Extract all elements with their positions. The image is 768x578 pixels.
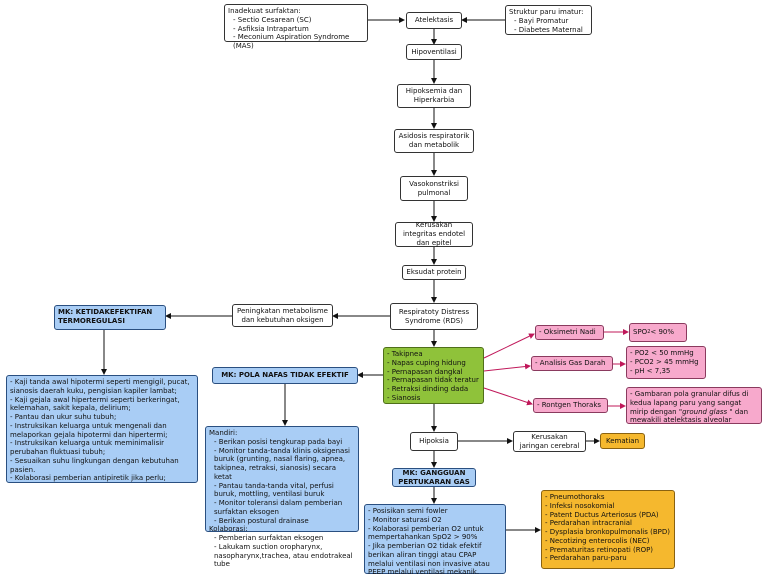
node-rds: Respiratoty Distress Syndrome (RDS) xyxy=(390,303,478,330)
list-item: - Prematuritas retinopati (ROP) xyxy=(545,545,654,554)
list-item: - Kolaborasi pemberian antipiretik jika … xyxy=(10,474,166,483)
arrow-symptoms-oksimetri xyxy=(483,333,535,359)
list-item: - Pernapasan dangkal xyxy=(387,367,463,376)
list-item: - Pernapasan tidak teratur xyxy=(387,376,479,385)
list-item: - Meconium Aspiration Syndrome (MAS) xyxy=(233,33,350,50)
list-item: - Sesuaikan suhu lingkungan dengan kebut… xyxy=(10,456,179,474)
list-item: - Berikan postural drainase xyxy=(214,516,309,525)
list-item: - Necotizing enterocolis (NEC) xyxy=(545,536,650,545)
lung-structure-box: Struktur paru imatur: - Bayi Promatur - … xyxy=(505,5,592,35)
node-asidosis: Asidosis respiratorik dan metabolik xyxy=(394,129,474,153)
test-agd: - Analisis Gas Darah xyxy=(531,356,613,371)
list-item: - Monitor tanda-tanda klinis oksigenasi … xyxy=(214,446,350,481)
node-atelektasis: Atelektasis xyxy=(406,12,462,29)
list-item: - PO2 < 50 mmHg xyxy=(630,349,694,357)
list-item: - Pantau dan ukur suhu tubuh; xyxy=(10,413,117,421)
nafas-mandiri-label: Mandiri: xyxy=(209,429,238,437)
result-agd: - PO2 < 50 mmHg - PCO2 > 45 mmHg - pH < … xyxy=(626,346,706,379)
surfactant-causes-box: Inadekuat surfaktan: - Sectio Cesarean (… xyxy=(224,4,368,50)
arrow-symptoms-rontgen xyxy=(483,387,533,406)
list-item: - Sianosis xyxy=(387,393,421,402)
node-hipoksemia: Hipoksemia dan Hiperkarbia xyxy=(397,84,471,108)
complications-box: - Pneumothoraks - Infeksi nosokomial - P… xyxy=(541,490,675,569)
test-oksimetri: - Oksimetri Nadi xyxy=(535,325,604,340)
list-item: - Kolaborasi pemberian O2 untuk memperta… xyxy=(368,524,484,542)
list-item: - PCO2 > 45 mmHg xyxy=(630,357,699,366)
rontgen-text-a: - Gambaran pola granular difus di kedua … xyxy=(630,390,749,416)
node-kerusakan-cerebral: Kerusakan jaringan cerebral xyxy=(513,431,586,452)
list-item: - Sectio Cesarean (SC) xyxy=(233,15,312,24)
spo2-value: < 90% xyxy=(650,328,675,337)
list-item: - Pemberian surfaktan eksogen xyxy=(214,534,324,542)
termo-interventions: - Kaji tanda awal hipotermi seperti meng… xyxy=(6,375,198,483)
list-item: - Infeksi nosokomial xyxy=(545,501,615,510)
list-item: - Jika pemberian O2 tidak efektif berika… xyxy=(368,542,490,577)
spo2-label: SPO xyxy=(633,328,648,337)
list-item: - Retraksi dinding dada xyxy=(387,385,469,393)
list-item: - Bayi Promatur xyxy=(514,16,569,25)
list-item: - Instruksikan keluarga untuk mengenali … xyxy=(10,421,168,439)
list-item: - Perdarahan intracranial xyxy=(545,519,632,528)
list-item: - Kaji tanda awal hipotermi seperti meng… xyxy=(10,378,190,395)
node-hipoksia: Hipoksia xyxy=(410,432,458,451)
rontgen-text-b: "ground glass " xyxy=(678,407,733,416)
list-item: - Patent Ductus Arteriosus (PDA) xyxy=(545,510,659,519)
list-item: - Diabetes Maternal xyxy=(514,25,583,34)
lung-list: - Bayi Promatur - Diabetes Maternal xyxy=(509,17,588,35)
nafas-interventions: Mandiri: - Berikan posisi tengkurap pada… xyxy=(205,426,359,568)
node-kematian: Kematian xyxy=(600,433,645,449)
spo2-sub: 2 xyxy=(647,329,651,336)
list-item: - Pantau tanda-tanda vital, perfusi buru… xyxy=(214,481,334,499)
list-item: - Monitor toleransi dalam pemberian surf… xyxy=(214,499,343,516)
node-metabolisme: Peningkatan metabolisme dan kebutuhan ok… xyxy=(232,304,333,327)
list-item: - Pneumothoraks xyxy=(545,493,605,501)
list-item: - Berikan posisi tengkurap pada bayi xyxy=(214,437,343,446)
lung-title: Struktur paru imatur: xyxy=(509,8,584,16)
surfactant-list: - Sectio Cesarean (SC) - Asfiksia Intrap… xyxy=(228,16,364,51)
mk-termoregulasi: MK: KETIDAKEFEKTIFAN TERMOREGULASI xyxy=(54,305,166,330)
gas-interventions: - Posisikan semi fowler - Monitor satura… xyxy=(364,504,506,577)
list-item: - Takipnea xyxy=(387,350,423,358)
list-item: - Posisikan semi fowler xyxy=(368,507,448,515)
list-item: - pH < 7,35 xyxy=(630,366,671,375)
test-rontgen: - Rontgen Thoraks xyxy=(533,398,608,413)
mk-pola-nafas: MK: POLA NAFAS TIDAK EFEKTIF xyxy=(212,367,358,384)
list-item: - Dysplasia bronkopulmonalis (BPD) xyxy=(545,528,670,536)
list-item: - Instruksikan keluarga untuk meminimali… xyxy=(10,439,165,456)
mk-pertukaran-gas: MK: GANGGUAN PERTUKARAN GAS xyxy=(392,468,476,487)
list-item: - Napas cuping hidung xyxy=(387,358,466,367)
node-hipoventilasi: Hipoventilasi xyxy=(406,44,462,60)
node-vasokonstriksi: Vasokonstriksi pulmonal xyxy=(400,176,468,201)
list-item: - Asfiksia Intrapartum xyxy=(233,24,309,33)
arrow-symptoms-agd xyxy=(483,363,531,372)
list-item: - Perdarahan paru-paru xyxy=(545,554,627,563)
list-item: - Kaji gejala awal hipertermi seperti be… xyxy=(10,395,180,413)
node-eksudat: Eksudat protein xyxy=(402,265,466,280)
result-rontgen: - Gambaran pola granular difus di kedua … xyxy=(626,387,762,424)
symptoms-box: - Takipnea - Napas cuping hidung - Perna… xyxy=(383,347,484,404)
list-item: - Monitor saturasi O2 xyxy=(368,515,442,524)
nafas-kolab-label: Kolaborasi: xyxy=(209,525,248,534)
list-item: - Lakukam suction oropharynx, nasopharyn… xyxy=(214,542,353,569)
node-kerusakan-endotel: Kerusakan integritas endotel dan epitel xyxy=(395,221,473,247)
surfactant-title: Inadekuat surfaktan: xyxy=(228,7,301,15)
rontgen-text-c: dan mewakili atelektasis alveolar xyxy=(630,407,749,425)
